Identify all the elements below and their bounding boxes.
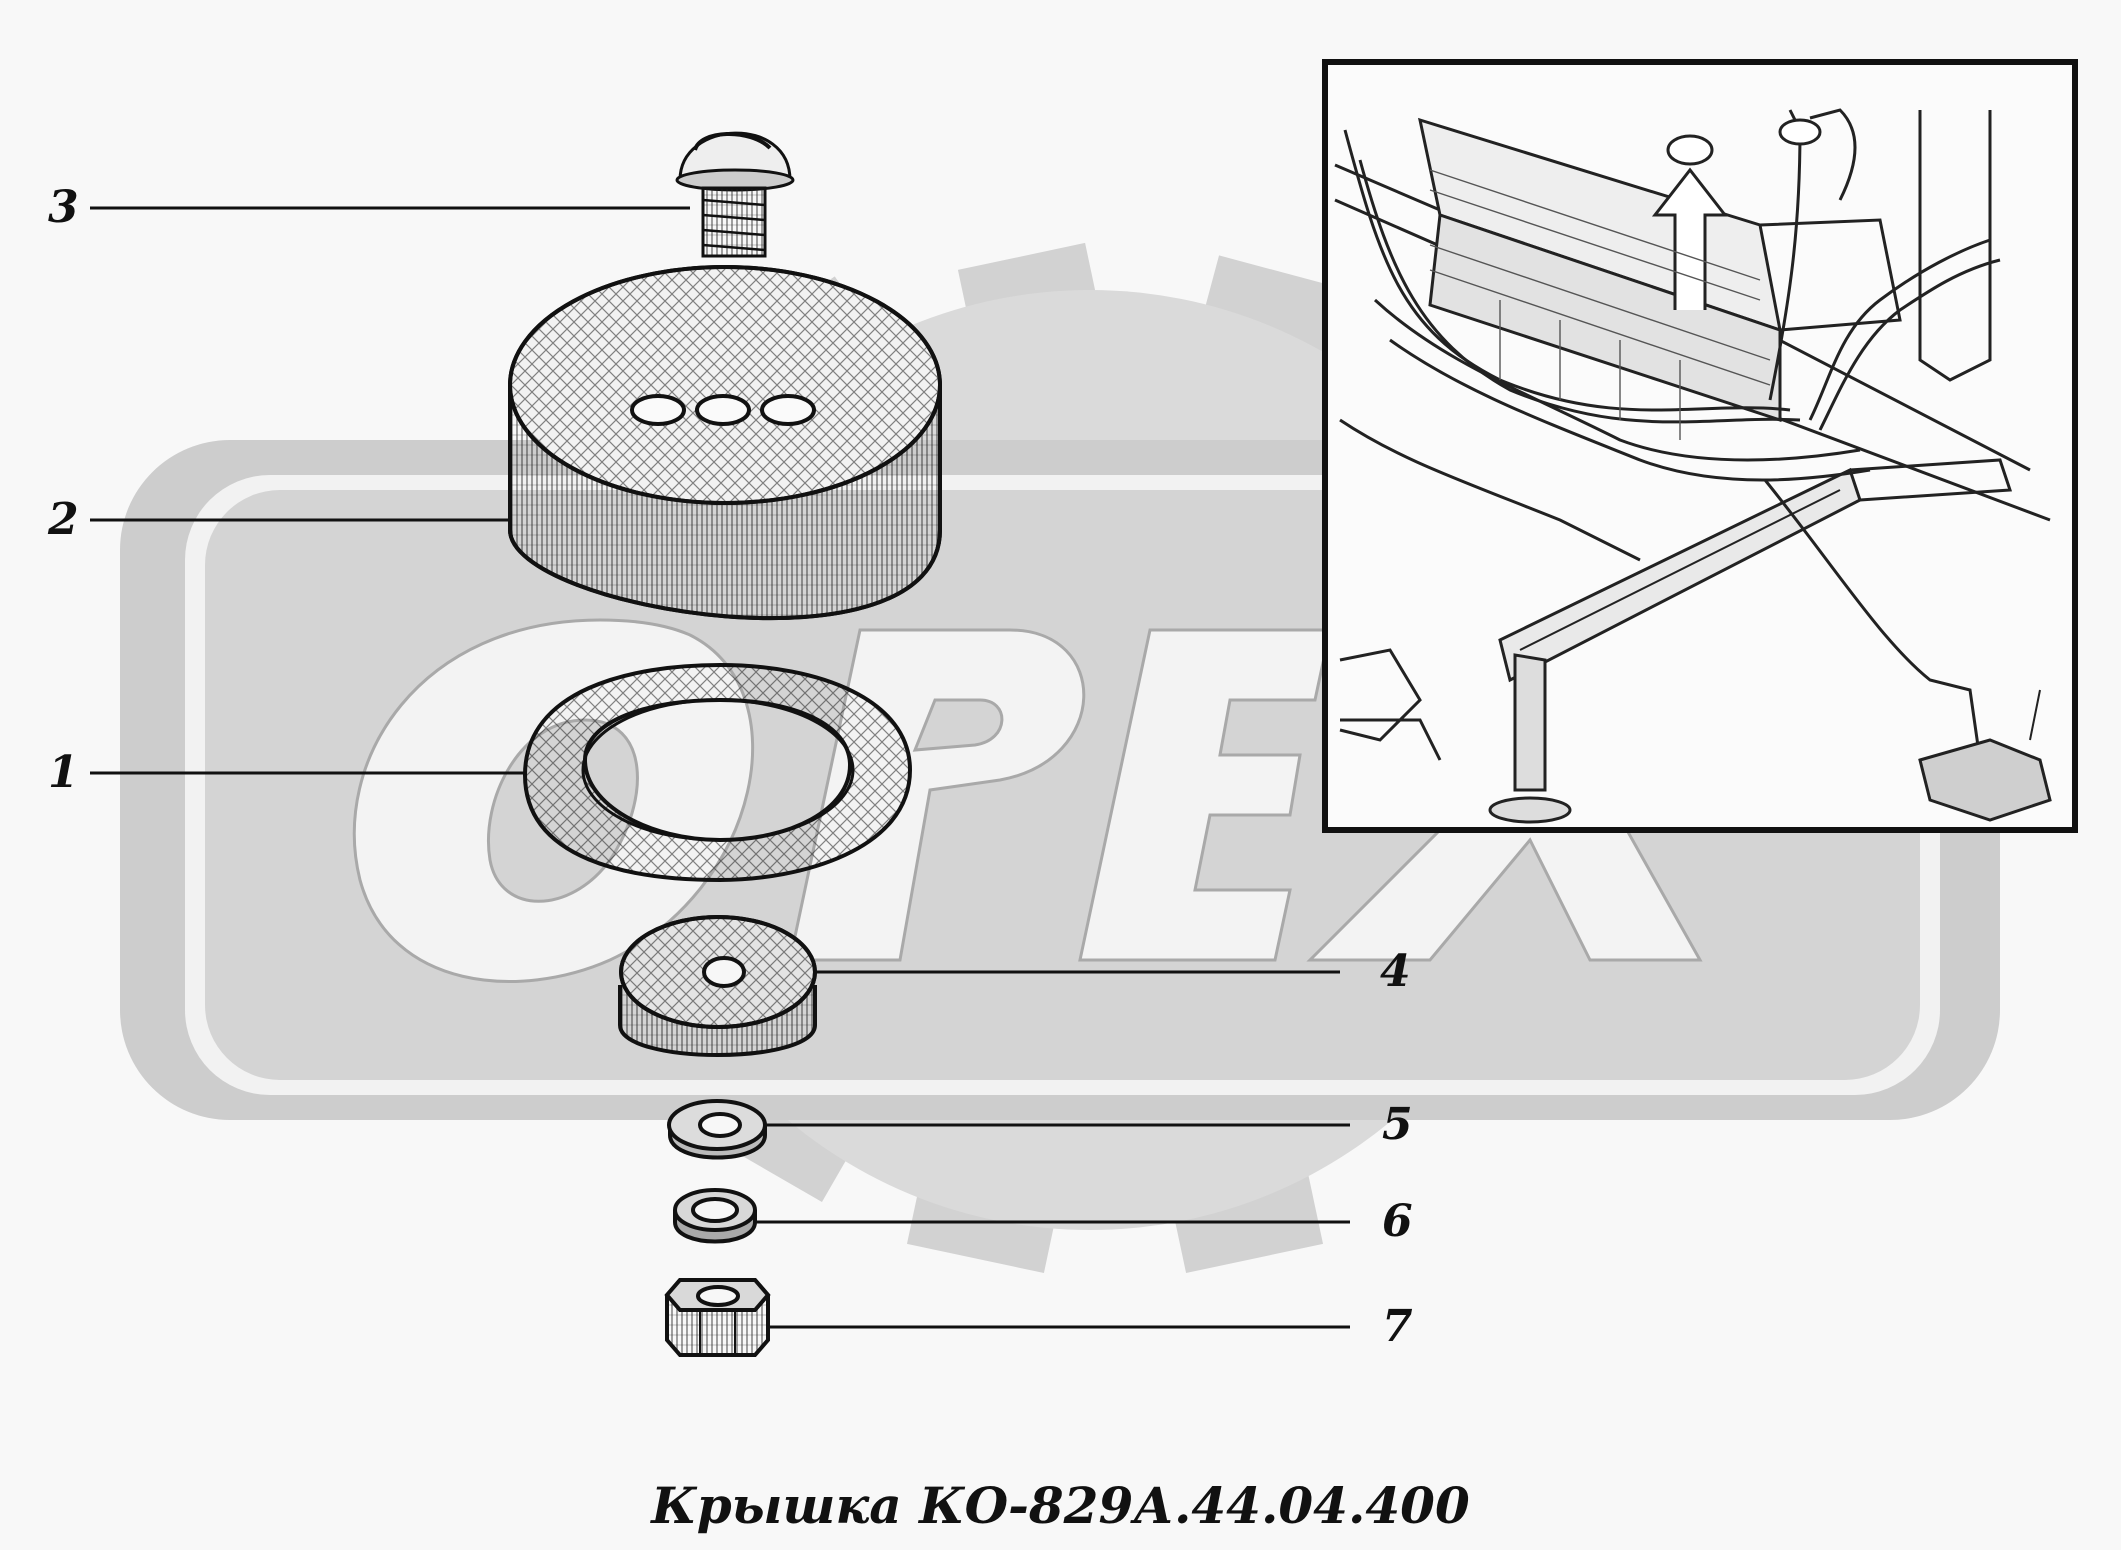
cover-disc [508,265,942,621]
callout-4-label: 4 [1380,946,1411,997]
pad-washer [618,915,817,1057]
callout-7-label: 7 [1382,1301,1413,1352]
gasket-ring [522,662,913,883]
callout-1-label: 1 [48,747,79,798]
leader-lines [90,206,1350,1329]
spring-washer [673,1188,757,1244]
vent-holes [630,394,816,426]
callout-5-label: 5 [1382,1099,1413,1150]
round-head-bolt [675,131,795,258]
diagram-caption: Крышка КО-829А.44.04.400 [651,1476,1470,1535]
callout-2-label: 2 [48,494,79,545]
hex-nut [664,1278,771,1357]
flat-washer [667,1099,767,1160]
callout-3-label: 3 [48,182,79,233]
location-inset [1322,59,2078,833]
callout-6-label: 6 [1382,1196,1413,1247]
